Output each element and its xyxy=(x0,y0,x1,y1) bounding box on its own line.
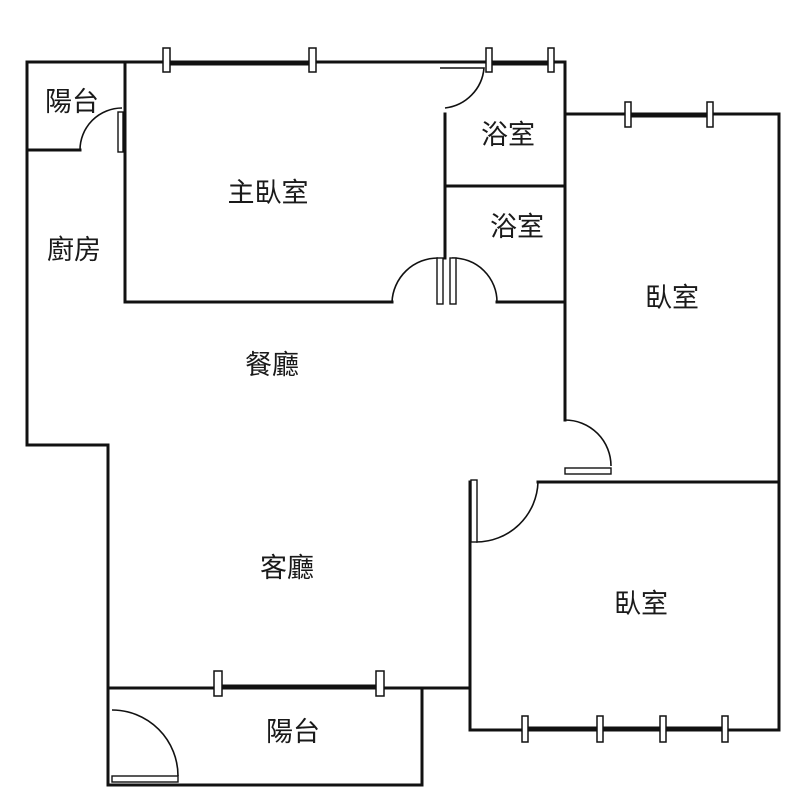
window-post xyxy=(485,47,493,73)
room-label-bath-upper: 浴室 xyxy=(481,120,535,151)
doors xyxy=(79,67,612,783)
door-leaf xyxy=(117,111,124,153)
room-label-dining: 餐廳 xyxy=(245,350,299,381)
room-label-balcony-top: 陽台 xyxy=(45,87,99,118)
room-label-living: 客廳 xyxy=(260,553,314,584)
room-labels: 陽台 廚房 主臥室 浴室 浴室 餐廳 客廳 臥室 臥室 陽台 xyxy=(45,87,699,748)
door-leaf xyxy=(436,257,444,305)
window-post xyxy=(162,47,171,73)
walls xyxy=(25,60,781,787)
door-arc xyxy=(79,107,123,151)
door-leaf xyxy=(470,479,478,543)
room-label-bath-lower: 浴室 xyxy=(490,212,544,243)
window-post xyxy=(521,715,529,743)
window-post xyxy=(659,715,667,743)
windows xyxy=(162,47,729,743)
room-label-bedroom-upper: 臥室 xyxy=(645,283,699,314)
room-label-balcony-bottom: 陽台 xyxy=(266,717,320,748)
room-label-bedroom-lower: 臥室 xyxy=(614,589,668,620)
door-arc xyxy=(111,709,179,777)
door-leaf xyxy=(564,467,612,475)
door-leaf xyxy=(111,775,179,783)
window-post xyxy=(624,101,632,128)
window-post xyxy=(721,715,729,743)
window-post xyxy=(308,47,317,73)
door-arc xyxy=(440,67,485,109)
outer-wall-right xyxy=(468,112,781,732)
room-label-kitchen: 廚房 xyxy=(47,235,101,266)
window-post xyxy=(547,47,555,73)
window-post xyxy=(375,670,385,697)
outer-wall-left xyxy=(25,60,567,690)
bottom-balcony-outline xyxy=(106,686,424,787)
door-arc xyxy=(391,257,439,303)
window-post xyxy=(213,670,223,697)
door-arc xyxy=(451,257,498,303)
door-arc xyxy=(564,419,612,467)
door-leaf xyxy=(449,257,457,305)
window-post xyxy=(596,715,604,743)
room-label-master-bedroom: 主臥室 xyxy=(228,178,309,209)
door-arc xyxy=(475,481,539,543)
window-post xyxy=(706,101,714,128)
